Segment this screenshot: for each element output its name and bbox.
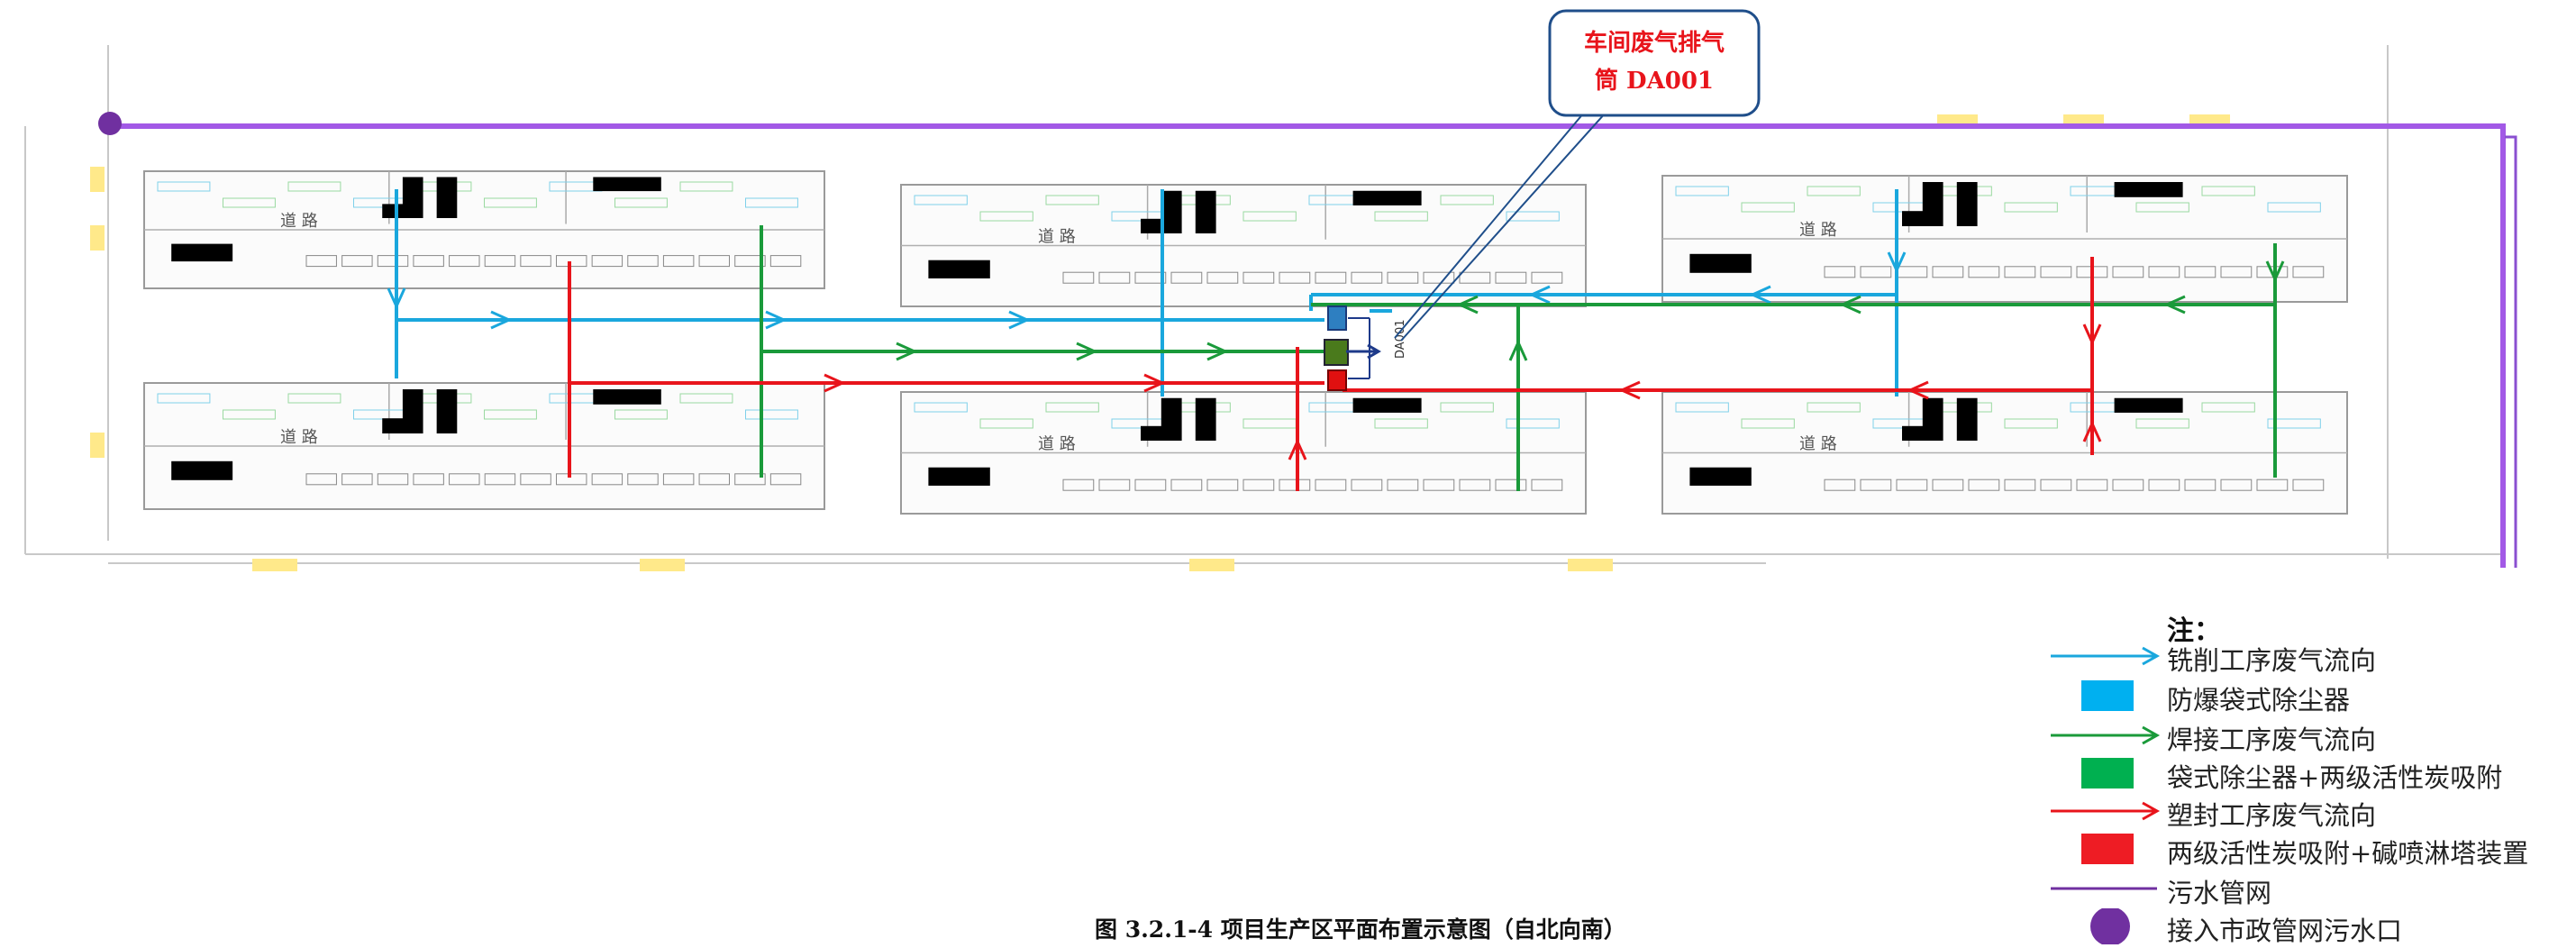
milling-exhaust-flow [395,189,1898,397]
equipment-swatch-icon [2045,678,2162,714]
equipment-swatch-icon [2045,755,2162,791]
bag-filter-activated-carbon [1324,339,1349,366]
road-label: 道 路 [280,428,318,447]
callout-line-2: 筒 DA001 [1595,67,1714,95]
legend-label: 铣削工序废气流向 [2167,645,2377,676]
welding-exhaust-flow [760,225,2277,491]
legend-item: 铣削工序废气流向 [2045,638,2568,676]
legend-item: 焊接工序废气流向 [2045,717,2568,755]
plastic-sealing-exhaust-flow [568,257,2094,491]
legend-label: 防爆袋式除尘器 [2167,685,2351,716]
legend-label: 接入市政管网污水口 [2167,916,2403,946]
workshop-block: 道 路 [1661,391,2348,515]
legend-item: 接入市政管网污水口 [2045,907,2568,946]
legend-item: 袋式除尘器+两级活性炭吸附 [2045,755,2568,793]
legend-item: 塑封工序废气流向 [2045,793,2568,831]
road-label: 道 路 [280,212,318,231]
welding-flow-arrows [896,260,2285,361]
legend-label: 袋式除尘器+两级活性炭吸附 [2167,762,2503,793]
outlet-dot-icon [2045,907,2162,946]
legend-title: 注： [2167,615,2221,647]
road-label: 道 路 [1799,434,1837,453]
activated-carbon-alkali-spray [1327,369,1347,391]
callout-box [1548,9,1761,117]
legend-label: 两级活性炭吸附+碱喷淋塔装置 [2167,838,2529,869]
arrow-icon [2045,638,2162,674]
workshop-block: 道 路 [900,184,1587,307]
legend-item: 防爆袋式除尘器 [2045,678,2568,716]
sewer-pipeline [110,123,2517,568]
callout-line-1: 车间废气排气 [1584,29,1725,57]
arrow-icon [2045,717,2162,753]
workshop-block: 道 路 [143,170,825,289]
figure-caption: 图 3.2.1-4 项目生产区平面布置示意图（自北向南） [1095,916,1626,943]
sewer-line-icon [2045,871,2162,907]
workshop-blocks: 道 路道 路道 路道 路道 路道 路 [143,170,2348,515]
workshop-block: 道 路 [1661,175,2348,303]
dimension-marks [90,114,2230,571]
milling-flow-arrows [387,251,1907,330]
legend-label: 污水管网 [2167,878,2272,908]
treatment-equipment: DA001 [1324,305,1407,391]
road-label: 道 路 [1799,221,1837,240]
legend-item: 污水管网 [2045,871,2568,908]
plastic-flow-arrows [824,324,2102,460]
workshop-block: 道 路 [900,391,1587,515]
road-label: 道 路 [1038,434,1076,453]
legend-item: 两级活性炭吸附+碱喷淋塔装置 [2045,831,2568,869]
exhaust-stack-callout: 车间废气排气 筒 DA001 [1394,9,1761,342]
equipment-swatch-icon [2045,831,2162,867]
sewer-outlet-dot [98,112,122,135]
legend-label: 塑封工序废气流向 [2167,800,2377,831]
legend-label: 焊接工序废气流向 [2167,725,2377,755]
explosion-proof-bag-filter [1327,305,1347,331]
road-label: 道 路 [1038,227,1076,246]
stack-label: DA001 [1394,320,1407,360]
arrow-icon [2045,793,2162,829]
workshop-block: 道 路 [143,382,825,510]
